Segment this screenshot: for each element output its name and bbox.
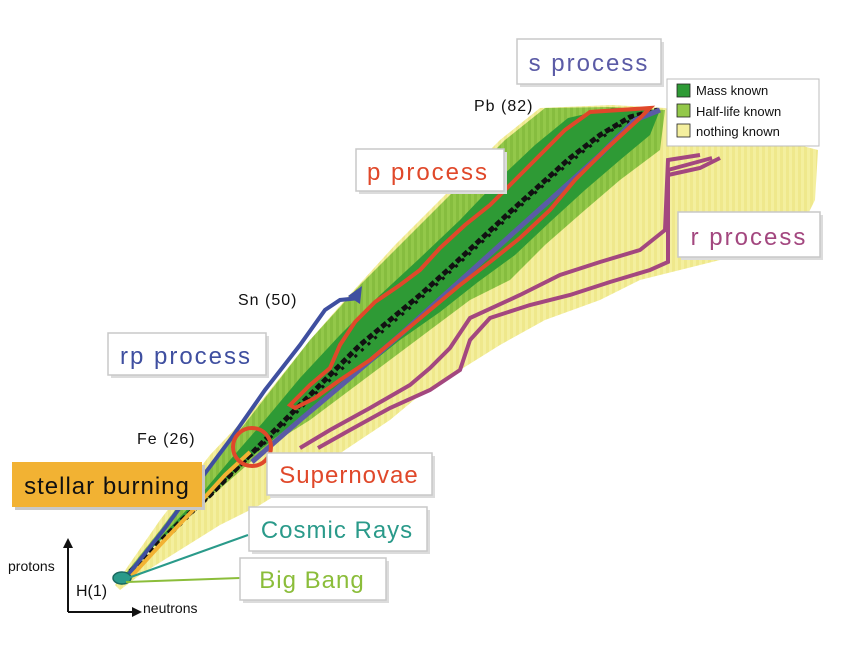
rp-process-label: rp process [120, 343, 252, 370]
big-bang-label: Big Bang [259, 567, 364, 594]
s-process-label: s process [529, 50, 650, 77]
stable-nuclei-line-2 [133, 112, 646, 572]
label-iron: Fe (26) [137, 431, 196, 448]
supernovae-label: Supernovae [279, 462, 418, 489]
rp-process-end-marker [348, 286, 362, 304]
x-axis-arrow [132, 607, 142, 617]
cosmic-rays-connector [127, 534, 249, 579]
legend-swatch-nothing-known [676, 123, 691, 138]
y-axis-arrow [63, 538, 73, 548]
s-process-label-box: s process [516, 38, 664, 87]
stellar-burning-label-box: stellar burning [12, 462, 205, 510]
label-hydrogen: H(1) [76, 583, 107, 600]
legend-label-nothing-known: nothing known [696, 124, 780, 139]
p-process-label: p process [367, 159, 489, 186]
rp-process-label-box: rp process [107, 332, 269, 378]
y-axis-label: protons [8, 558, 55, 574]
p-process-label-box: p process [355, 148, 507, 194]
label-lead: Pb (82) [474, 98, 533, 115]
rp-process-path [126, 296, 361, 577]
r-process-path-outer [317, 156, 713, 450]
r-process-path-inner [298, 153, 701, 450]
cosmic-rays-label: Cosmic Rays [261, 517, 413, 544]
x-axis-label: neutrons [143, 600, 197, 616]
p-process-contour [286, 105, 656, 411]
supernovae-circle [231, 426, 273, 468]
big-bang-connector [125, 577, 241, 583]
legend-label-mass-known: Mass known [696, 83, 768, 98]
legend: Mass known Half-life known nothing known [666, 78, 820, 147]
r-process-label-box: r process [677, 211, 823, 260]
legend-swatch-mass-known [676, 83, 691, 98]
supernovae-label-box: Supernovae [266, 452, 435, 498]
stable-nuclei-line [122, 107, 659, 580]
label-tin: Sn (50) [238, 292, 297, 309]
cosmic-rays-label-box: Cosmic Rays [248, 506, 430, 554]
legend-label-half-life-known: Half-life known [696, 104, 781, 119]
legend-swatch-half-life-known [676, 103, 691, 118]
stellar-burning-label: stellar burning [24, 473, 190, 500]
r-process-path-top [667, 156, 721, 177]
big-bang-label-box: Big Bang [239, 557, 389, 603]
r-process-label: r process [691, 224, 808, 251]
